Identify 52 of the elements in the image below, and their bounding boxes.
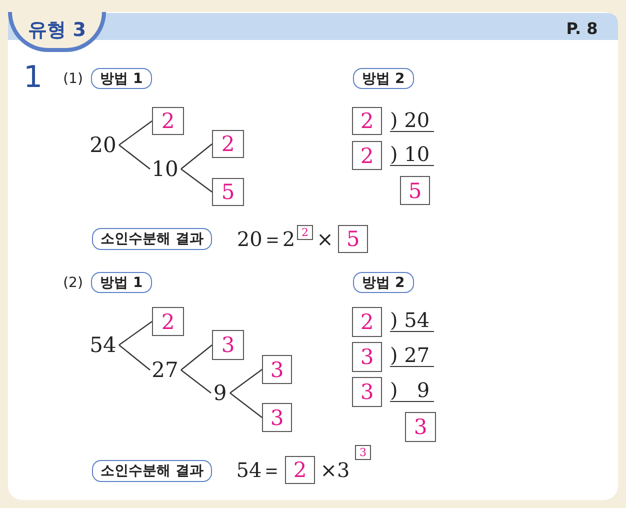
answer-box: 3 (262, 355, 292, 384)
answer-box: 3 (262, 403, 292, 432)
division-step: ) 10 (390, 142, 434, 166)
answer-box: 2 (352, 141, 382, 170)
branch-line (118, 344, 150, 370)
branch-line (118, 120, 152, 146)
answer-box: 5 (212, 178, 244, 206)
branch-line (230, 392, 262, 418)
division-step: ) 20 (390, 108, 434, 132)
factor-number: 27 (150, 357, 180, 383)
method-badge: 방법 2 (353, 68, 414, 89)
division-step: ) 9 (390, 378, 434, 402)
answer-box: 5 (400, 176, 430, 205)
answer-box: 3 (212, 330, 244, 360)
method-badge: 소인수분해 결과 (92, 460, 212, 482)
method-badge: 방법 2 (353, 272, 414, 293)
exponent-box: 2 (297, 225, 313, 240)
factor-number: 54 (88, 332, 118, 358)
branch-line (118, 144, 150, 170)
branch-line (118, 321, 152, 346)
method-badge: 방법 1 (91, 272, 152, 293)
answer-box: 2 (352, 107, 382, 135)
branch-line (180, 144, 212, 170)
exponent-box: 3 (355, 445, 371, 460)
subproblem-number: (2) (62, 274, 84, 292)
factor-number: 20 (88, 132, 118, 158)
times-sign: × (316, 226, 334, 253)
method-badge: 소인수분해 결과 (92, 228, 212, 250)
answer-box: 3 (352, 377, 382, 407)
method-badge: 방법 1 (91, 68, 152, 89)
branch-line (230, 369, 262, 394)
answer-box: 5 (338, 225, 368, 253)
answer-box: 2 (352, 307, 382, 337)
branch-line (180, 370, 212, 394)
problem-number: 1 (22, 60, 44, 94)
equation-text: 54＝ (235, 456, 283, 484)
answer-box: 2 (212, 130, 244, 158)
equation-text: 20＝2 (236, 226, 296, 252)
division-step: ) 54 (390, 308, 434, 332)
answer-box: 2 (152, 307, 184, 336)
answer-box: 2 (285, 456, 315, 484)
equation-text: ×3 (319, 457, 351, 484)
branch-line (180, 168, 212, 192)
branch-line (180, 344, 212, 370)
subproblem-number: (1) (62, 70, 84, 88)
answer-box: 2 (152, 107, 184, 135)
factor-number: 10 (150, 156, 180, 182)
page-number: P. 8 (565, 18, 599, 39)
division-step: ) 27 (390, 343, 434, 367)
answer-box: 3 (405, 412, 436, 442)
answer-box: 3 (352, 342, 382, 372)
factor-number: 9 (211, 380, 229, 406)
